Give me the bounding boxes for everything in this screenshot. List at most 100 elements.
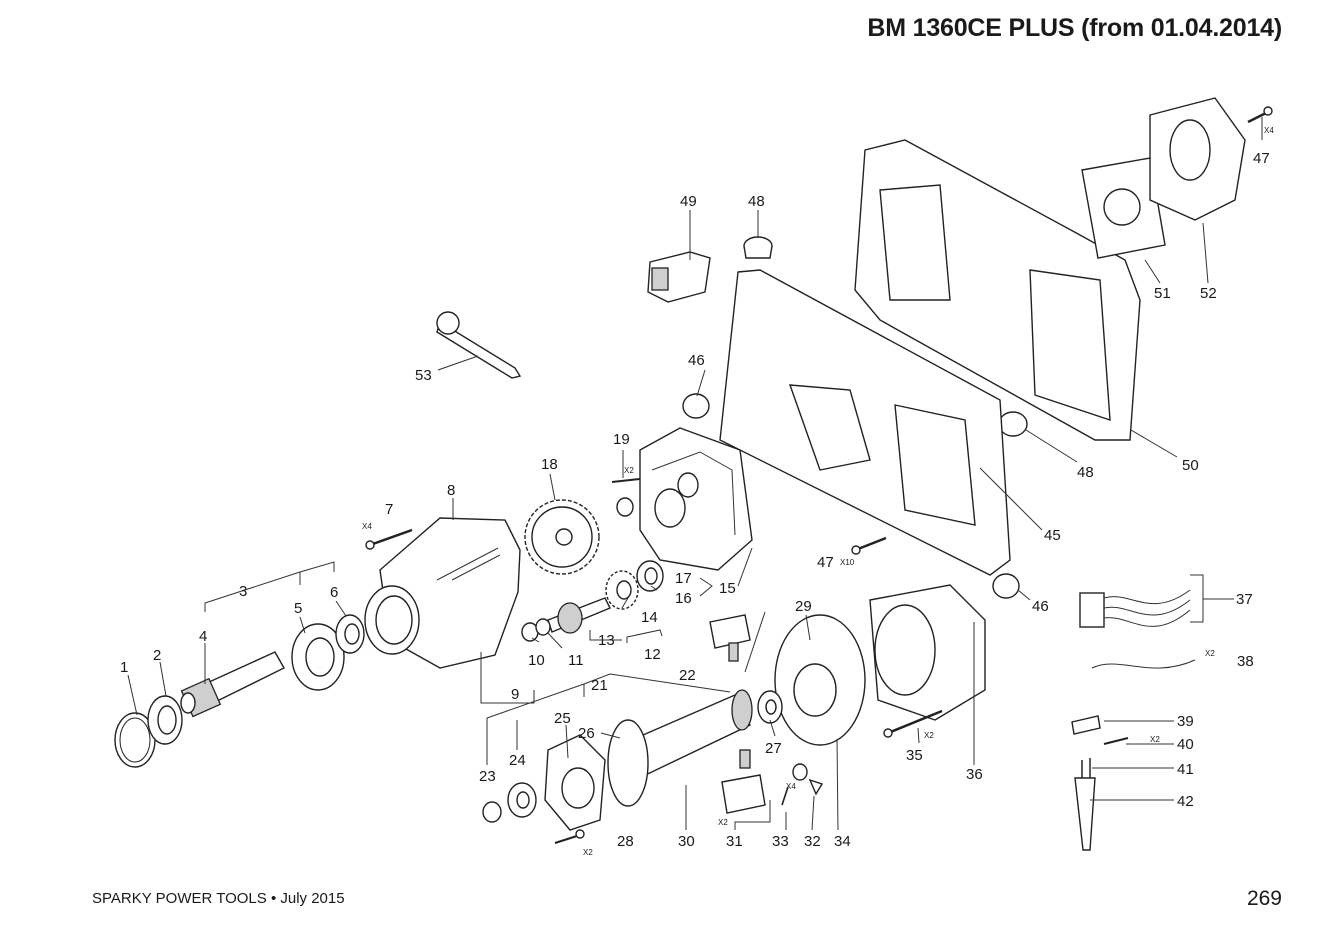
callout-labels: 1 2 3 4 5 6 7 8 9 10 11 12 13 14 15 16 1… xyxy=(120,150,1270,850)
part-52-end-cap xyxy=(1149,97,1246,221)
part-8-gear-housing xyxy=(364,517,521,669)
callout-53: 53 xyxy=(415,367,432,384)
callout-36: 36 xyxy=(966,766,983,783)
callout-48-lower: 48 xyxy=(1077,464,1094,481)
qty-19: X2 xyxy=(624,466,634,475)
part-2-seal xyxy=(147,695,183,745)
callout-1: 1 xyxy=(120,659,128,676)
part-41-42-cable-sleeve xyxy=(1074,758,1096,851)
callout-39: 39 xyxy=(1177,713,1194,730)
qty-47-lower: X10 xyxy=(840,558,855,567)
part-39-cable-clamp xyxy=(1071,715,1101,735)
callout-18: 18 xyxy=(541,456,558,473)
qty-31: X2 xyxy=(718,818,728,827)
part-46-plug-lower xyxy=(992,573,1020,599)
part-46-plug-upper xyxy=(682,393,710,419)
callout-47-upper: 47 xyxy=(1253,150,1270,167)
callout-23: 23 xyxy=(479,768,496,785)
part-13-shaft xyxy=(547,597,611,634)
part-35-screw xyxy=(883,709,943,738)
callout-52: 52 xyxy=(1200,285,1217,302)
callout-21: 21 xyxy=(591,677,608,694)
callout-27: 27 xyxy=(765,740,782,757)
callout-5: 5 xyxy=(294,600,302,617)
part-18-gear xyxy=(524,499,600,575)
quantity-labels: X4 X2 X4 X10 X2 X2 X2 X2 X2 X4 xyxy=(362,126,1274,857)
part-51-plate xyxy=(1081,157,1166,259)
callout-4: 4 xyxy=(199,628,207,645)
part-19-pin xyxy=(611,478,641,517)
callout-45: 45 xyxy=(1044,527,1061,544)
callout-35: 35 xyxy=(906,747,923,764)
callout-11: 11 xyxy=(568,652,584,669)
part-40-screw xyxy=(1103,737,1129,745)
callout-16: 16 xyxy=(675,590,692,607)
callout-6: 6 xyxy=(330,584,338,601)
part-4-spindle xyxy=(180,651,285,718)
qty-35: X2 xyxy=(924,731,934,740)
callout-42: 42 xyxy=(1177,793,1194,810)
callout-13: 13 xyxy=(598,632,615,649)
callout-33: 33 xyxy=(772,833,789,850)
part-47-screw-upper xyxy=(1247,106,1273,124)
callout-30: 30 xyxy=(678,833,695,850)
qty-33: X4 xyxy=(786,782,796,791)
qty-7: X4 xyxy=(362,522,372,531)
callout-50: 50 xyxy=(1182,457,1199,474)
part-6-ring xyxy=(335,614,365,654)
callout-41: 41 xyxy=(1177,761,1194,778)
callout-34: 34 xyxy=(834,833,851,850)
part-32-clip xyxy=(792,763,824,796)
part-50-rear-housing xyxy=(854,139,1141,441)
part-25-bearing-plate xyxy=(544,734,606,831)
part-14-pinion xyxy=(605,570,639,610)
callout-8: 8 xyxy=(447,482,455,499)
callout-14: 14 xyxy=(641,609,658,626)
part-48-plug-lower xyxy=(998,411,1028,437)
part-31-brush-holder xyxy=(721,749,766,814)
part-45-handle-frame xyxy=(719,269,1011,576)
callout-37: 37 xyxy=(1236,591,1253,608)
part-16-bearing xyxy=(636,560,664,592)
part-30-armature xyxy=(607,689,753,807)
part-10-11-washers xyxy=(521,618,551,642)
page-number: 269 xyxy=(1246,887,1282,910)
callout-46-upper: 46 xyxy=(688,352,705,369)
part-7-screw xyxy=(365,528,413,550)
qty-47-upper: X4 xyxy=(1264,126,1274,135)
part-47-screw-lower xyxy=(851,536,887,555)
callout-26: 26 xyxy=(578,725,595,742)
callout-7: 7 xyxy=(385,501,393,518)
callout-29: 29 xyxy=(795,598,812,615)
callout-32: 32 xyxy=(804,833,821,850)
part-38-wire xyxy=(1091,659,1196,669)
callout-3: 3 xyxy=(239,583,247,600)
leader-lines xyxy=(127,117,1263,831)
part-53-wrench xyxy=(436,311,522,379)
part-drawings xyxy=(114,97,1273,851)
part-24-bearing xyxy=(507,782,537,818)
part-56-brush-holder xyxy=(709,614,751,662)
callout-38: 38 xyxy=(1237,653,1254,670)
part-27-bearing xyxy=(757,690,783,724)
part-15-gear-cover xyxy=(639,427,753,571)
part-5-bearing xyxy=(291,623,345,691)
qty-40: X2 xyxy=(1150,735,1160,744)
part-34-baffle xyxy=(774,614,866,746)
part-33-screw xyxy=(781,786,789,806)
qty-28: X2 xyxy=(583,848,593,857)
callout-48-upper: 48 xyxy=(748,193,765,210)
part-49-switch xyxy=(647,251,711,303)
callout-2: 2 xyxy=(153,647,161,664)
callout-9: 9 xyxy=(511,686,519,703)
part-48-plug-upper xyxy=(743,236,773,259)
callout-31: 31 xyxy=(726,833,743,850)
callout-19: 19 xyxy=(613,431,630,448)
footer-brand: SPARKY POWER TOOLS • July 2015 xyxy=(92,890,345,907)
callout-15: 15 xyxy=(719,580,736,597)
callout-49: 49 xyxy=(680,193,697,210)
callout-40: 40 xyxy=(1177,736,1194,753)
callout-22: 22 xyxy=(679,667,696,684)
callout-10: 10 xyxy=(528,652,545,669)
callout-51: 51 xyxy=(1154,285,1171,302)
